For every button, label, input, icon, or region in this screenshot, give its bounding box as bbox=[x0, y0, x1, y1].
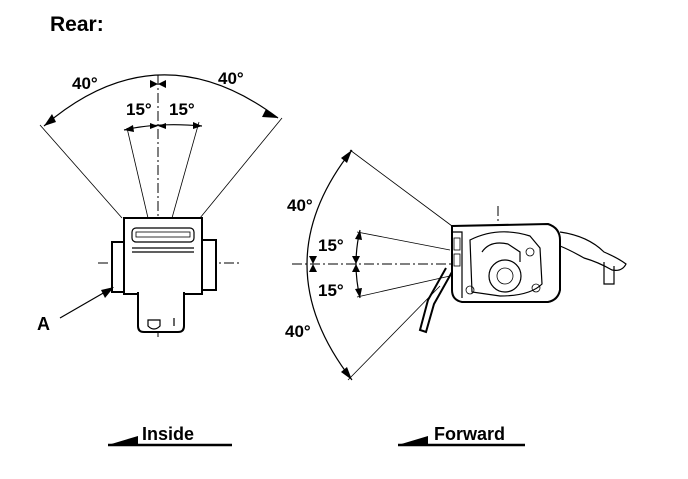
side-angle-inner-bottom: 15° bbox=[318, 281, 344, 300]
rear-inner-right-line bbox=[171, 121, 200, 219]
side-outer-arrow-mid-bottom bbox=[309, 264, 317, 272]
side-outer-arrow-mid-top bbox=[309, 256, 317, 264]
side-outer-arrow-bottom bbox=[341, 367, 352, 380]
rear-outer-arrow-mid-right bbox=[158, 80, 166, 88]
side-outer-top-line bbox=[349, 149, 453, 227]
rear-angle-inner-right: 15° bbox=[169, 100, 195, 119]
rear-outer-arrow-right bbox=[262, 109, 278, 118]
inside-arrow-head bbox=[108, 436, 138, 445]
rear-angle-outer-left: 40° bbox=[72, 74, 98, 93]
side-angle-outer-bottom: 40° bbox=[285, 322, 311, 341]
rear-inner-arrow-right bbox=[193, 122, 202, 129]
rear-outer-arc bbox=[43, 74, 279, 127]
side-view: 40° 15° 15° 40° bbox=[285, 149, 627, 381]
title: Rear: bbox=[50, 13, 104, 36]
rear-inner-arrow-mid-right bbox=[158, 123, 166, 129]
inside-label: Inside bbox=[142, 424, 194, 444]
rear-angle-outer-right: 40° bbox=[218, 69, 244, 88]
side-inner-top-line bbox=[356, 231, 451, 251]
side-inner-arrow-mid-top bbox=[352, 256, 360, 264]
side-angle-outer-top: 40° bbox=[287, 196, 313, 215]
rear-outer-arrow-mid-left bbox=[150, 80, 158, 88]
side-inner-arrow-mid-bottom bbox=[352, 264, 360, 272]
rear-angle-inner-left: 15° bbox=[126, 100, 152, 119]
callout-a-label: A bbox=[37, 314, 50, 334]
side-inner-arrow-bottom bbox=[355, 288, 362, 298]
side-outer-arrow-top bbox=[341, 150, 352, 163]
forward-direction: Forward bbox=[398, 424, 525, 447]
inside-direction: Inside bbox=[108, 424, 232, 447]
side-angle-inner-top: 15° bbox=[318, 236, 344, 255]
side-sensor-body bbox=[418, 222, 627, 334]
side-inner-bottom-line bbox=[356, 275, 451, 298]
side-inner-arrow-top bbox=[355, 230, 362, 240]
rear-outer-left-line bbox=[39, 124, 123, 219]
forward-label: Forward bbox=[434, 424, 505, 444]
rear-view: 40° 40° 15° 15° A bbox=[37, 69, 283, 340]
rear-outer-right-line bbox=[199, 117, 283, 219]
side-outer-arc bbox=[306, 149, 353, 381]
side-outer-bottom-line bbox=[347, 285, 441, 381]
rear-outer-arrow-left bbox=[44, 114, 56, 126]
rear-inner-arrow-mid-left bbox=[150, 123, 158, 129]
callout-a-arrow bbox=[101, 287, 114, 298]
rear-inner-left-line bbox=[126, 127, 149, 219]
rear-inner-arrow-left bbox=[124, 125, 134, 132]
forward-arrow-head bbox=[398, 436, 428, 445]
rear-sensor-body bbox=[111, 217, 217, 333]
